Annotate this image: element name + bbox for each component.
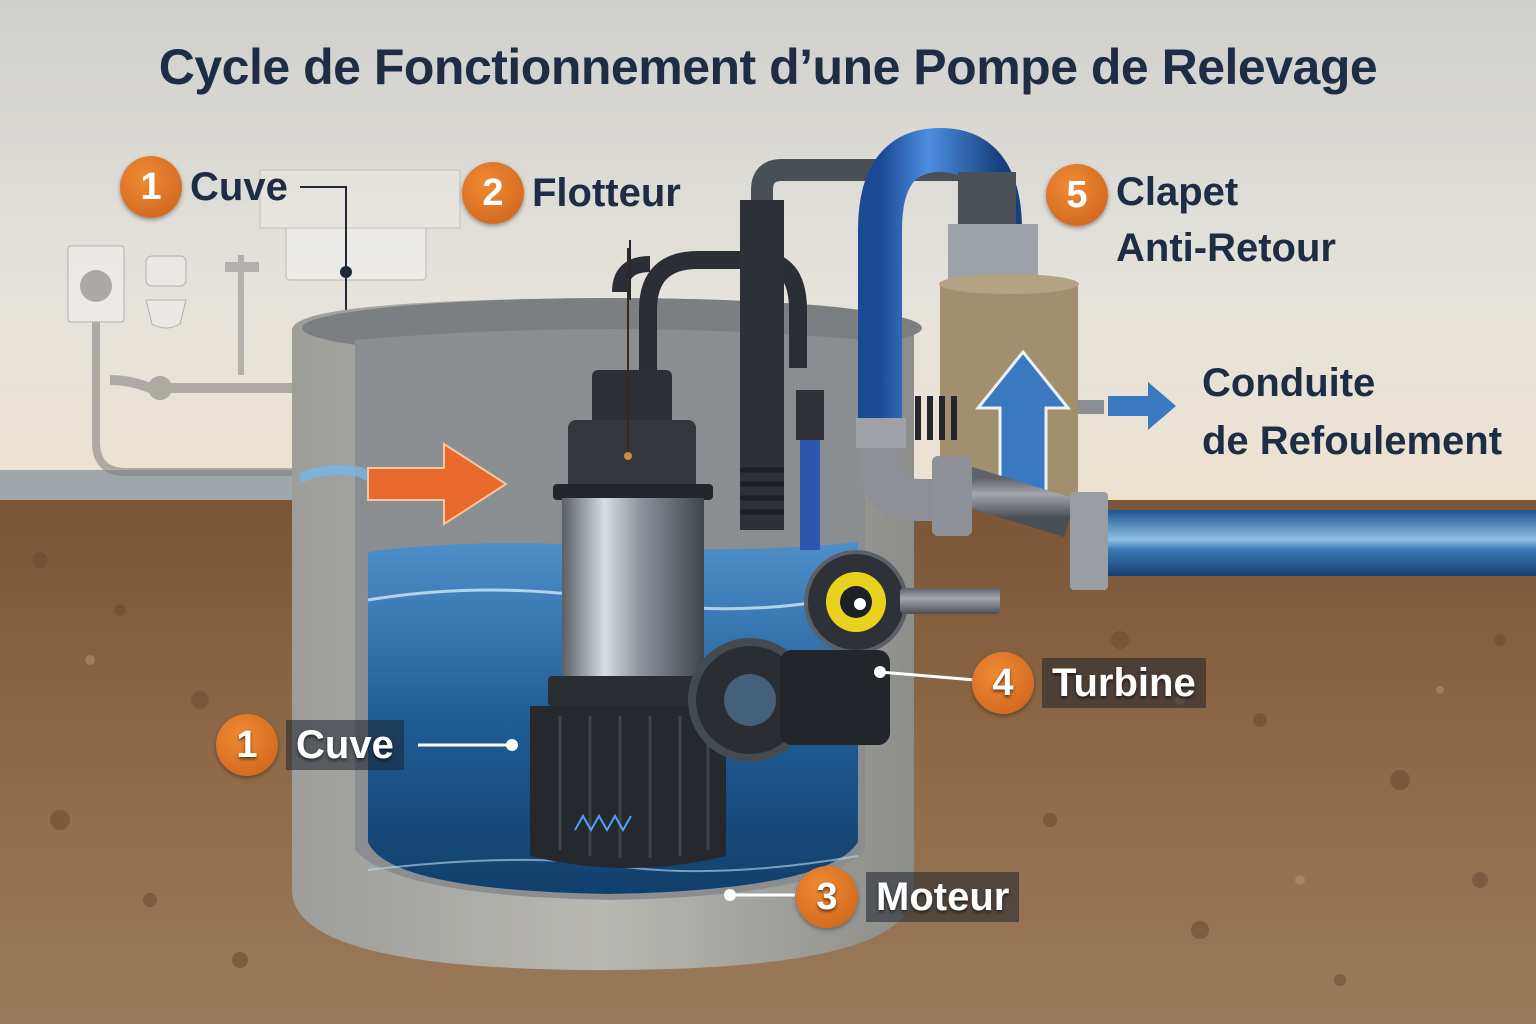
- discharge-pipe: [1108, 510, 1536, 576]
- soil-stones: [32, 552, 1506, 986]
- label-text: Conduite de Refoulement: [1202, 354, 1502, 470]
- label-flotteur: 2 Flotteur: [462, 162, 681, 224]
- label-cuve-inner: 1 Cuve: [216, 714, 404, 776]
- page-title: Cycle de Fonctionnement d’une Pompe de R…: [158, 39, 1378, 95]
- blue-hose: [800, 440, 820, 550]
- label-cuve-top: 1 Cuve: [120, 156, 288, 218]
- label-text: Turbine: [1042, 658, 1206, 708]
- label-turbine: 4 Turbine: [972, 652, 1206, 714]
- motor-housing: [562, 498, 704, 678]
- household-fixtures: [67, 169, 461, 476]
- label-text: Clapet Anti-Retour: [1116, 164, 1336, 276]
- label-line: Anti-Retour: [1116, 226, 1336, 270]
- label-text: Cuve: [286, 720, 404, 770]
- label-line: de Refoulement: [1202, 419, 1503, 463]
- label-line: Conduite: [1202, 361, 1376, 405]
- discharge-riser: [740, 200, 784, 530]
- rise-arrow-icon: [974, 349, 1072, 502]
- sink-icon: [285, 219, 427, 281]
- inflow-splash: [298, 465, 383, 487]
- submersible-pump: [530, 159, 992, 868]
- step-badge: 5: [1046, 164, 1108, 226]
- float-switch-housing: [592, 370, 672, 430]
- toilet-icon: [145, 255, 187, 287]
- label-conduite: Conduite de Refoulement: [1202, 354, 1502, 470]
- step-badge: 3: [796, 866, 858, 928]
- label-text: Moteur: [866, 872, 1020, 922]
- label-moteur: 3 Moteur: [796, 866, 1020, 928]
- pump-base: [530, 706, 726, 868]
- label-clapet: 5 Clapet Anti-Retour: [1046, 164, 1336, 276]
- power-cable: [639, 251, 807, 372]
- check-valve-body: [948, 224, 1038, 282]
- step-badge: 1: [120, 156, 182, 218]
- label-line: Clapet: [1116, 170, 1239, 214]
- label-text: Flotteur: [532, 171, 681, 215]
- inflow-arrow-icon: [367, 442, 508, 526]
- label-text: Cuve: [190, 165, 288, 209]
- step-badge: 4: [972, 652, 1034, 714]
- shower-mixer-icon: [238, 255, 244, 375]
- discharge-arrow-icon: [1078, 382, 1176, 430]
- turbine-leader: [879, 670, 976, 682]
- pipe-coupling: [1070, 492, 1108, 590]
- step-badge: 2: [462, 162, 524, 224]
- step-badge: 1: [216, 714, 278, 776]
